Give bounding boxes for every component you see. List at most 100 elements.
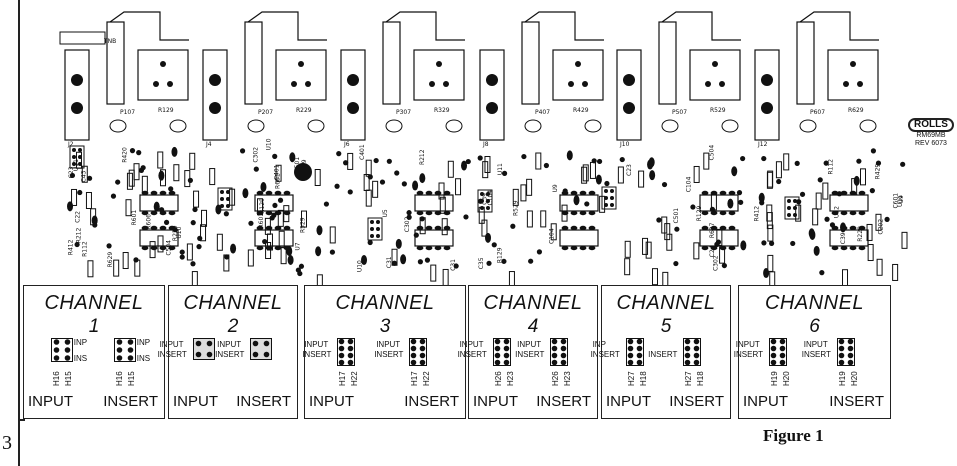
resistor — [767, 254, 774, 272]
ic-pin — [141, 225, 149, 231]
header-pin — [220, 204, 224, 208]
header-pin — [480, 199, 484, 203]
part-label: C23 — [68, 166, 75, 178]
solder-pad — [510, 223, 516, 229]
part-label: C31 — [386, 256, 393, 268]
resistor — [775, 161, 782, 179]
mounting-hole — [294, 163, 312, 181]
channel-title: CHANNEL — [616, 292, 716, 314]
ic-pin — [849, 245, 857, 251]
switch-pin — [298, 61, 304, 67]
ic-chip — [829, 229, 869, 247]
part-label: U10 — [176, 226, 183, 238]
ic-chip — [414, 194, 454, 212]
jumper-block-icon — [492, 338, 511, 366]
solder-pad — [763, 268, 770, 279]
ic-pin — [840, 190, 848, 196]
resistor — [438, 182, 445, 200]
jumper-bottom-label: INSERT — [157, 350, 187, 359]
part-label: R529 — [299, 217, 306, 233]
header-label: H18 — [638, 371, 648, 386]
ic-pin — [579, 210, 587, 216]
ic-pin — [150, 225, 158, 231]
switch-pin — [305, 81, 311, 87]
ic-pin — [443, 190, 451, 196]
switch-pin — [153, 81, 159, 87]
resistor — [128, 169, 135, 187]
jack-label: J12 — [757, 141, 768, 148]
solder-pad — [190, 220, 196, 226]
header-pin — [370, 234, 374, 238]
resistor — [186, 243, 193, 261]
ic-pin — [150, 190, 158, 196]
solder-pad — [329, 249, 336, 255]
resistor — [589, 161, 596, 179]
part-label: C501 — [294, 157, 301, 173]
solder-pad — [690, 204, 696, 210]
resistor — [581, 166, 588, 184]
channel-title: CHANNEL — [335, 292, 435, 314]
solder-pad — [727, 198, 734, 209]
solder-pad — [731, 166, 738, 177]
jack-hole — [623, 102, 635, 114]
ic-chip — [414, 229, 454, 247]
resistor — [526, 178, 533, 196]
ic-pin — [416, 210, 424, 216]
resistor — [550, 223, 557, 241]
resistor — [716, 228, 723, 246]
capacitor — [721, 119, 739, 133]
footer-input-label: INPUT — [173, 393, 218, 410]
resistor — [314, 168, 321, 186]
part-label: R629 — [107, 252, 114, 268]
solder-pad — [673, 260, 679, 267]
resistor — [134, 259, 141, 277]
switch-pin — [719, 81, 725, 87]
solder-pad — [187, 177, 193, 183]
ic-pin — [283, 210, 291, 216]
header-pin — [480, 206, 484, 210]
ic-pin — [728, 225, 736, 231]
solder-pad — [86, 175, 93, 181]
ic-chip — [699, 229, 739, 247]
header-label: H18 — [696, 371, 706, 386]
ic-pin — [710, 190, 718, 196]
solder-pad — [230, 243, 237, 254]
solder-pad — [140, 165, 146, 171]
page-border-line — [18, 0, 20, 466]
resistor — [638, 170, 645, 188]
jumper-top-label: INP — [73, 338, 88, 347]
jumper-block-icon — [113, 338, 136, 362]
resistor — [642, 237, 649, 255]
resistor — [216, 233, 223, 251]
jack-body — [340, 49, 366, 141]
part-label: C23 — [626, 164, 633, 176]
resistor — [693, 165, 700, 183]
pot-outline — [247, 11, 327, 41]
solder-pad — [566, 150, 573, 161]
header-pin — [787, 199, 791, 203]
header-label: H26 — [493, 371, 503, 386]
ic-pin — [256, 245, 264, 251]
footer-insert-label: INSERT — [236, 393, 291, 410]
pot-label: P407 — [535, 109, 550, 116]
resistor — [767, 224, 774, 242]
ic-pin — [858, 225, 866, 231]
ic-pin — [719, 210, 727, 216]
ic-pin — [840, 210, 848, 216]
solder-pad — [761, 240, 767, 246]
solder-pad — [573, 195, 580, 206]
jumper-group — [113, 338, 136, 367]
part-label: R429 — [874, 164, 881, 180]
resistor — [157, 151, 164, 169]
header-pin — [370, 220, 374, 224]
resistor — [365, 189, 372, 207]
capacitor — [524, 119, 542, 133]
resistor — [329, 226, 336, 244]
solder-pad — [596, 158, 603, 165]
solder-pad — [367, 239, 373, 246]
resistor — [766, 171, 773, 189]
header-pin — [226, 197, 230, 201]
resistor — [372, 180, 379, 198]
